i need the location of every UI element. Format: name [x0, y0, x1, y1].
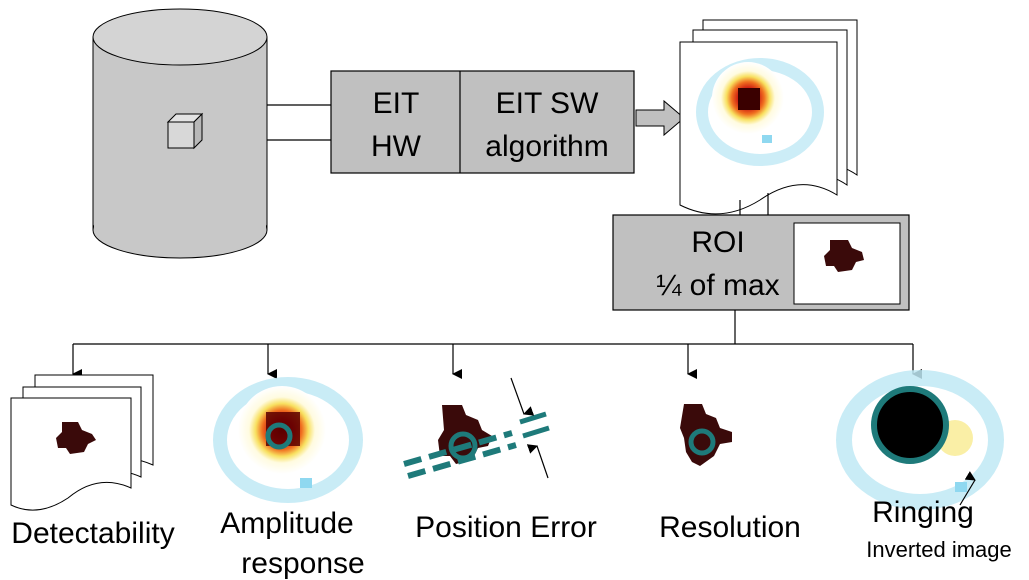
reconstructed-image-stack [679, 19, 858, 215]
position-error-image [403, 377, 550, 479]
amplitude-image [213, 377, 363, 503]
amplitude-marker [265, 422, 293, 450]
metric-label-amplitude-1: Amplitude [220, 507, 353, 540]
ringing-pointer-arrow [959, 471, 976, 506]
eit-system-box [330, 70, 635, 174]
roi-label-2: ¼ of max [656, 269, 779, 302]
metric-label-amplitude-2: response [241, 547, 364, 580]
metric-label-resolution: Resolution [659, 511, 801, 544]
resolution-image [680, 404, 732, 466]
detectability-stack [10, 374, 154, 511]
eit-image [696, 58, 824, 166]
resolution-marker [688, 428, 716, 456]
position-reference-mark [519, 411, 550, 439]
dimension-arrow [526, 444, 549, 479]
output-arrow-icon [635, 99, 685, 137]
metric-label-position: Position Error [415, 511, 597, 544]
eit-sw-label-2: algorithm [485, 130, 608, 163]
metric-label-ringing: Ringing [872, 496, 974, 529]
dimension-arrow [510, 377, 535, 416]
position-error-line [403, 430, 517, 479]
eit-hw-label-2: HW [371, 130, 422, 163]
detectability-roi-shape [56, 422, 96, 454]
eit-sw-label-1: EIT SW [496, 87, 599, 120]
phantom-tank [92, 8, 268, 259]
roi-mask-shape [824, 240, 864, 272]
cube-target-icon [166, 112, 204, 150]
roi-box [612, 214, 910, 311]
metric-label-detectability: Detectability [11, 517, 174, 550]
metric-label-ringing-sub: Inverted image [866, 537, 1012, 562]
ringing-image [836, 370, 1004, 510]
roi-label-1: ROI [691, 226, 744, 259]
eit-hw-label-1: EIT [373, 87, 420, 120]
